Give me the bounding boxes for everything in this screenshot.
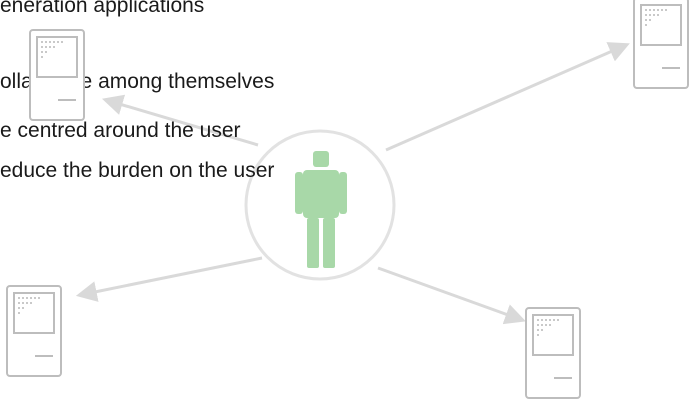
computer-icon <box>524 306 582 400</box>
computer-icon <box>632 0 690 90</box>
user-circle <box>244 129 396 281</box>
arrow-to-top-right-computer <box>385 42 630 152</box>
text-line-3: e centred around the user <box>0 119 241 142</box>
computer-icon <box>28 28 86 122</box>
arrow-to-bottom-right-computer <box>377 266 526 325</box>
text-line-1: eneration applications <box>0 0 205 17</box>
arrow-to-bottom-left-computer <box>75 256 263 302</box>
computer-icon <box>5 284 63 378</box>
person-icon <box>295 151 347 268</box>
text-line-4: educe the burden on the user <box>0 159 275 182</box>
